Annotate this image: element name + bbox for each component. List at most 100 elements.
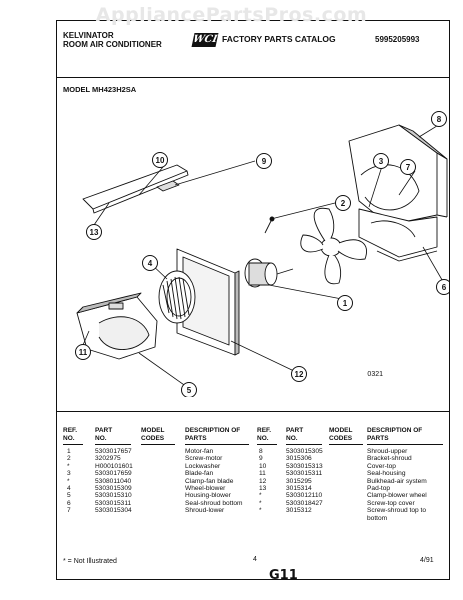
description-cell: Pad-top bbox=[367, 485, 391, 492]
catalog-code: G11 bbox=[269, 568, 298, 583]
fan-blade-part bbox=[300, 207, 367, 285]
part-no-cell: 5303015305 bbox=[286, 448, 323, 455]
motor-fan-part bbox=[244, 258, 294, 288]
housing-blower-part bbox=[76, 292, 158, 360]
bulkhead-part bbox=[176, 248, 240, 356]
header-rule bbox=[329, 444, 363, 445]
part-no-cell: 5303018427 bbox=[286, 499, 323, 507]
description-cell: Bulkhead-air system bbox=[367, 477, 427, 485]
table-divider bbox=[57, 411, 449, 412]
description-cell: Clamp-blower wheel bbox=[367, 492, 427, 500]
part-no-cell: 5303015309 bbox=[95, 485, 132, 492]
ref-no-cell: * bbox=[259, 507, 262, 515]
bracket-shroud-part bbox=[156, 180, 180, 192]
callout-8: 8 bbox=[437, 115, 442, 124]
ref-no-cell: 9 bbox=[259, 455, 263, 463]
part-no-cell: 3015312 bbox=[286, 507, 312, 515]
callout-7: 7 bbox=[406, 163, 411, 172]
part-no-cell: 5303015310 bbox=[95, 492, 132, 500]
description-cell: Motor-fan bbox=[185, 448, 214, 455]
description-cell: Screw-shroud top to bottom bbox=[367, 507, 427, 522]
part-no-cell: 5303015311 bbox=[286, 470, 323, 478]
model-codes-header: MODEL CODES bbox=[141, 427, 165, 442]
screw-motor-part bbox=[264, 216, 275, 234]
ref-no-cell: * bbox=[67, 462, 70, 470]
description-header: DESCRIPTION OF PARTS bbox=[185, 427, 241, 442]
ref-no-cell: 2 bbox=[67, 455, 71, 463]
header-rule bbox=[257, 444, 277, 445]
ref-no-header: REF. NO. bbox=[63, 427, 78, 442]
description-cell: Lockwasher bbox=[185, 462, 221, 470]
description-cell: Wheel-blower bbox=[185, 485, 226, 492]
wci-logo: WCI bbox=[191, 33, 219, 47]
callout-1: 1 bbox=[343, 299, 348, 308]
ref-no-cell: 1 bbox=[67, 448, 71, 455]
header-rule bbox=[141, 444, 175, 445]
ref-no-cell: * bbox=[259, 492, 262, 500]
ref-no-cell: 6 bbox=[67, 499, 71, 507]
part-no-cell: 3202975 bbox=[95, 455, 121, 463]
callout-6: 6 bbox=[442, 283, 447, 292]
catalog-title: FACTORY PARTS CATALOG bbox=[222, 34, 336, 44]
callout-11: 11 bbox=[79, 348, 88, 357]
description-cell: Seal-shroud bottom bbox=[185, 499, 243, 507]
ref-no-cell: 10 bbox=[259, 462, 267, 470]
header-rule bbox=[367, 444, 443, 445]
blower-wheel-part bbox=[158, 270, 196, 324]
part-no-cell: 5303017659 bbox=[95, 470, 132, 478]
part-no-cell: 3015306 bbox=[286, 455, 312, 463]
catalog-page: KELVINATOR ROOM AIR CONDITIONER WCI FACT… bbox=[56, 20, 450, 583]
part-no-cell: 5303012110 bbox=[286, 492, 323, 500]
plate-number: 0321 bbox=[367, 371, 383, 378]
description-cell: Screw-top cover bbox=[367, 499, 415, 507]
ref-no-cell: 4 bbox=[67, 485, 71, 492]
model-label: MODEL MH423H2SA bbox=[63, 85, 137, 94]
part-no-cell: 5303015313 bbox=[286, 462, 323, 470]
model-codes-header-right: MODEL CODES bbox=[329, 427, 353, 442]
header-rule bbox=[63, 444, 83, 445]
ref-no-cell: 3 bbox=[67, 470, 71, 478]
ref-no-cell: 8 bbox=[259, 448, 263, 455]
callout-5: 5 bbox=[187, 386, 192, 395]
description-cell: Housing-blower bbox=[185, 492, 231, 500]
description-cell: Blade-fan bbox=[185, 470, 214, 478]
part-no-header: PART NO. bbox=[95, 427, 113, 442]
part-no-cell: 5303017657 bbox=[95, 448, 132, 455]
description-header-right: DESCRIPTION OF PARTS bbox=[367, 427, 423, 442]
callout-3: 3 bbox=[379, 157, 384, 166]
callout-2: 2 bbox=[341, 199, 346, 208]
description-cell: Shroud-lower bbox=[185, 507, 225, 515]
ref-no-cell: * bbox=[259, 499, 262, 507]
pad-top-part bbox=[82, 164, 189, 214]
ref-no-header-right: REF. NO. bbox=[257, 427, 272, 442]
part-no-cell: 5303015311 bbox=[95, 499, 132, 507]
document-number: 5995205993 bbox=[375, 35, 420, 44]
ref-no-cell: 7 bbox=[67, 507, 71, 515]
header-divider bbox=[57, 77, 449, 78]
description-cell: Clamp-fan blade bbox=[185, 477, 234, 485]
ref-no-cell: 11 bbox=[259, 470, 266, 478]
callout-10: 10 bbox=[156, 156, 165, 165]
description-cell: Cover-top bbox=[367, 462, 396, 470]
catalog-date: 4/91 bbox=[420, 557, 434, 564]
brand-name: KELVINATOR bbox=[63, 31, 114, 40]
header-rule bbox=[95, 444, 131, 445]
callout-13: 13 bbox=[90, 228, 99, 237]
callout-4: 4 bbox=[148, 259, 153, 268]
ref-no-cell: 12 bbox=[259, 477, 267, 485]
description-cell: Shroud-upper bbox=[367, 448, 408, 455]
part-no-cell: 3015295 bbox=[286, 477, 312, 485]
part-no-cell: H000101601 bbox=[95, 462, 133, 470]
ref-no-cell: 13 bbox=[259, 485, 267, 492]
product-name: ROOM AIR CONDITIONER bbox=[63, 40, 162, 49]
description-cell: Bracket-shroud bbox=[367, 455, 412, 463]
header-rule bbox=[185, 444, 249, 445]
description-cell: Screw-motor bbox=[185, 455, 223, 463]
part-no-cell: 5308011040 bbox=[95, 477, 132, 485]
ref-no-cell: * bbox=[67, 477, 70, 485]
exploded-parts-diagram: 10 9 13 2 4 3 1 7 8 6 11 12 5 bbox=[75, 111, 449, 397]
callout-12: 12 bbox=[295, 370, 304, 379]
shroud-lower-part bbox=[358, 208, 438, 262]
callout-9: 9 bbox=[262, 157, 267, 166]
footnote: * = Not Illustrated bbox=[63, 558, 117, 565]
